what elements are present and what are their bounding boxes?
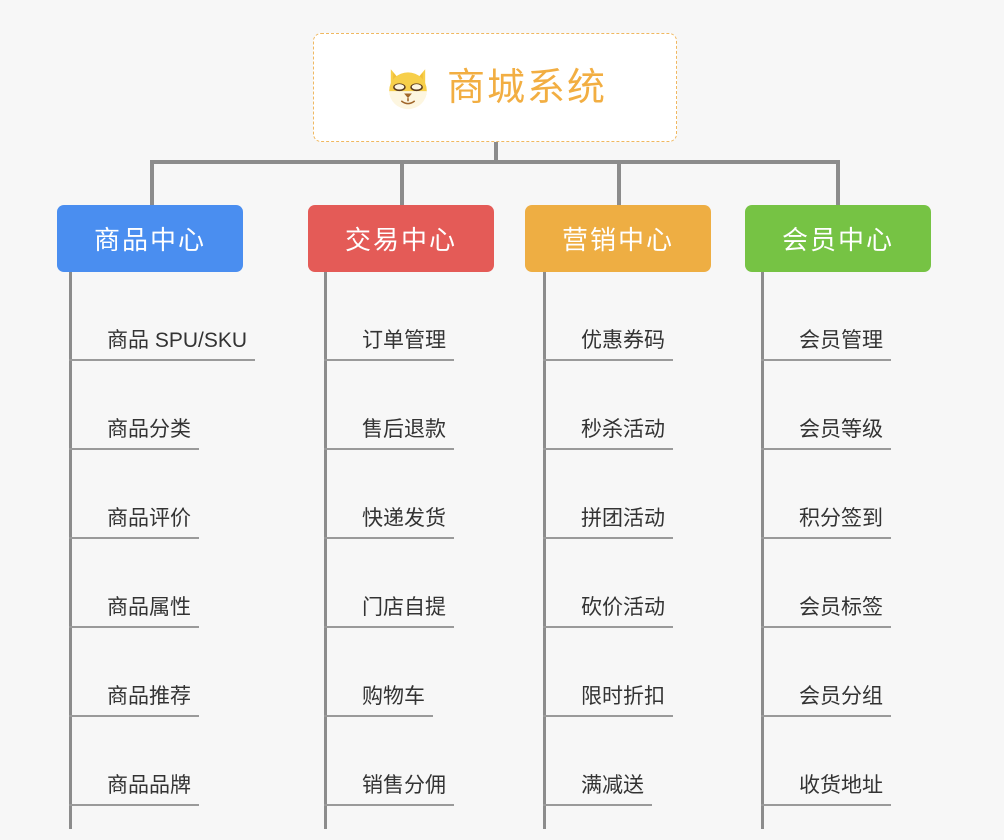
- leaf-label: 商品 SPU/SKU: [103, 329, 256, 361]
- connector-spine-3: [543, 272, 546, 829]
- connector-drop-3: [617, 160, 621, 205]
- leaf-label: 门店自提: [358, 596, 454, 628]
- list-item[interactable]: 订单管理: [324, 272, 554, 361]
- list-item[interactable]: 售后退款: [324, 361, 554, 450]
- leaf-label: 会员分组: [795, 685, 891, 717]
- leaf-label: 收货地址: [795, 774, 891, 806]
- connector-spine-2: [324, 272, 327, 829]
- list-item[interactable]: 商品推荐: [69, 628, 299, 717]
- shiba-inu-icon: [383, 63, 433, 113]
- leaf-label: 砍价活动: [577, 596, 673, 628]
- list-item[interactable]: 商品品牌: [69, 717, 299, 806]
- leaf-label: 订单管理: [358, 329, 454, 361]
- leaf-column-4: 会员管理 会员等级 积分签到 会员标签 会员分组 收货地址: [761, 272, 991, 829]
- leaf-label: 满减送: [577, 774, 652, 806]
- leaf-label: 购物车: [358, 685, 433, 717]
- connector-horizontal-bus: [150, 160, 840, 164]
- list-item[interactable]: 会员等级: [761, 361, 991, 450]
- list-item[interactable]: 会员标签: [761, 539, 991, 628]
- leaf-column-3: 优惠券码 秒杀活动 拼团活动 砍价活动 限时折扣 满减送: [543, 272, 773, 829]
- leaf-label: 会员标签: [795, 596, 891, 628]
- list-item[interactable]: 商品属性: [69, 539, 299, 628]
- category-box-2[interactable]: 交易中心: [308, 205, 494, 272]
- list-item[interactable]: 商品分类: [69, 361, 299, 450]
- list-item[interactable]: 会员分组: [761, 628, 991, 717]
- list-item[interactable]: 会员管理: [761, 272, 991, 361]
- list-item[interactable]: 砍价活动: [543, 539, 773, 628]
- leaf-column-2: 订单管理 售后退款 快递发货 门店自提 购物车 销售分佣: [324, 272, 554, 829]
- list-item[interactable]: 拼团活动: [543, 450, 773, 539]
- list-item[interactable]: 商品 SPU/SKU: [69, 272, 299, 361]
- connector-drop-2: [400, 160, 404, 205]
- list-item[interactable]: 门店自提: [324, 539, 554, 628]
- list-item[interactable]: 快递发货: [324, 450, 554, 539]
- category-box-4[interactable]: 会员中心: [745, 205, 931, 272]
- leaf-label: 售后退款: [358, 418, 454, 450]
- list-item[interactable]: 秒杀活动: [543, 361, 773, 450]
- list-item[interactable]: 商品评价: [69, 450, 299, 539]
- list-item[interactable]: 收货地址: [761, 717, 991, 806]
- list-item[interactable]: 积分签到: [761, 450, 991, 539]
- connector-root-stem: [494, 142, 498, 164]
- leaf-label: 商品评价: [103, 507, 199, 539]
- root-node[interactable]: 商城系统: [313, 33, 677, 142]
- leaf-label: 快递发货: [358, 507, 454, 539]
- list-item[interactable]: 销售分佣: [324, 717, 554, 806]
- category-box-1[interactable]: 商品中心: [57, 205, 243, 272]
- connector-drop-4: [836, 160, 840, 205]
- connector-drop-1: [150, 160, 154, 205]
- leaf-column-1: 商品 SPU/SKU 商品分类 商品评价 商品属性 商品推荐 商品品牌: [69, 272, 299, 829]
- leaf-label: 商品品牌: [103, 774, 199, 806]
- leaf-label: 商品分类: [103, 418, 199, 450]
- leaf-label: 会员等级: [795, 418, 891, 450]
- leaf-label: 销售分佣: [358, 774, 454, 806]
- leaf-label: 秒杀活动: [577, 418, 673, 450]
- leaf-label: 商品推荐: [103, 685, 199, 717]
- list-item[interactable]: 优惠券码: [543, 272, 773, 361]
- leaf-label: 商品属性: [103, 596, 199, 628]
- category-box-3[interactable]: 营销中心: [525, 205, 711, 272]
- list-item[interactable]: 购物车: [324, 628, 554, 717]
- leaf-label: 积分签到: [795, 507, 891, 539]
- leaf-label: 拼团活动: [577, 507, 673, 539]
- list-item[interactable]: 限时折扣: [543, 628, 773, 717]
- connector-spine-4: [761, 272, 764, 829]
- leaf-label: 优惠券码: [577, 329, 673, 361]
- leaf-label: 限时折扣: [577, 685, 673, 717]
- leaf-label: 会员管理: [795, 329, 891, 361]
- root-title: 商城系统: [446, 66, 607, 109]
- connector-spine-1: [69, 272, 72, 829]
- list-item[interactable]: 满减送: [543, 717, 773, 806]
